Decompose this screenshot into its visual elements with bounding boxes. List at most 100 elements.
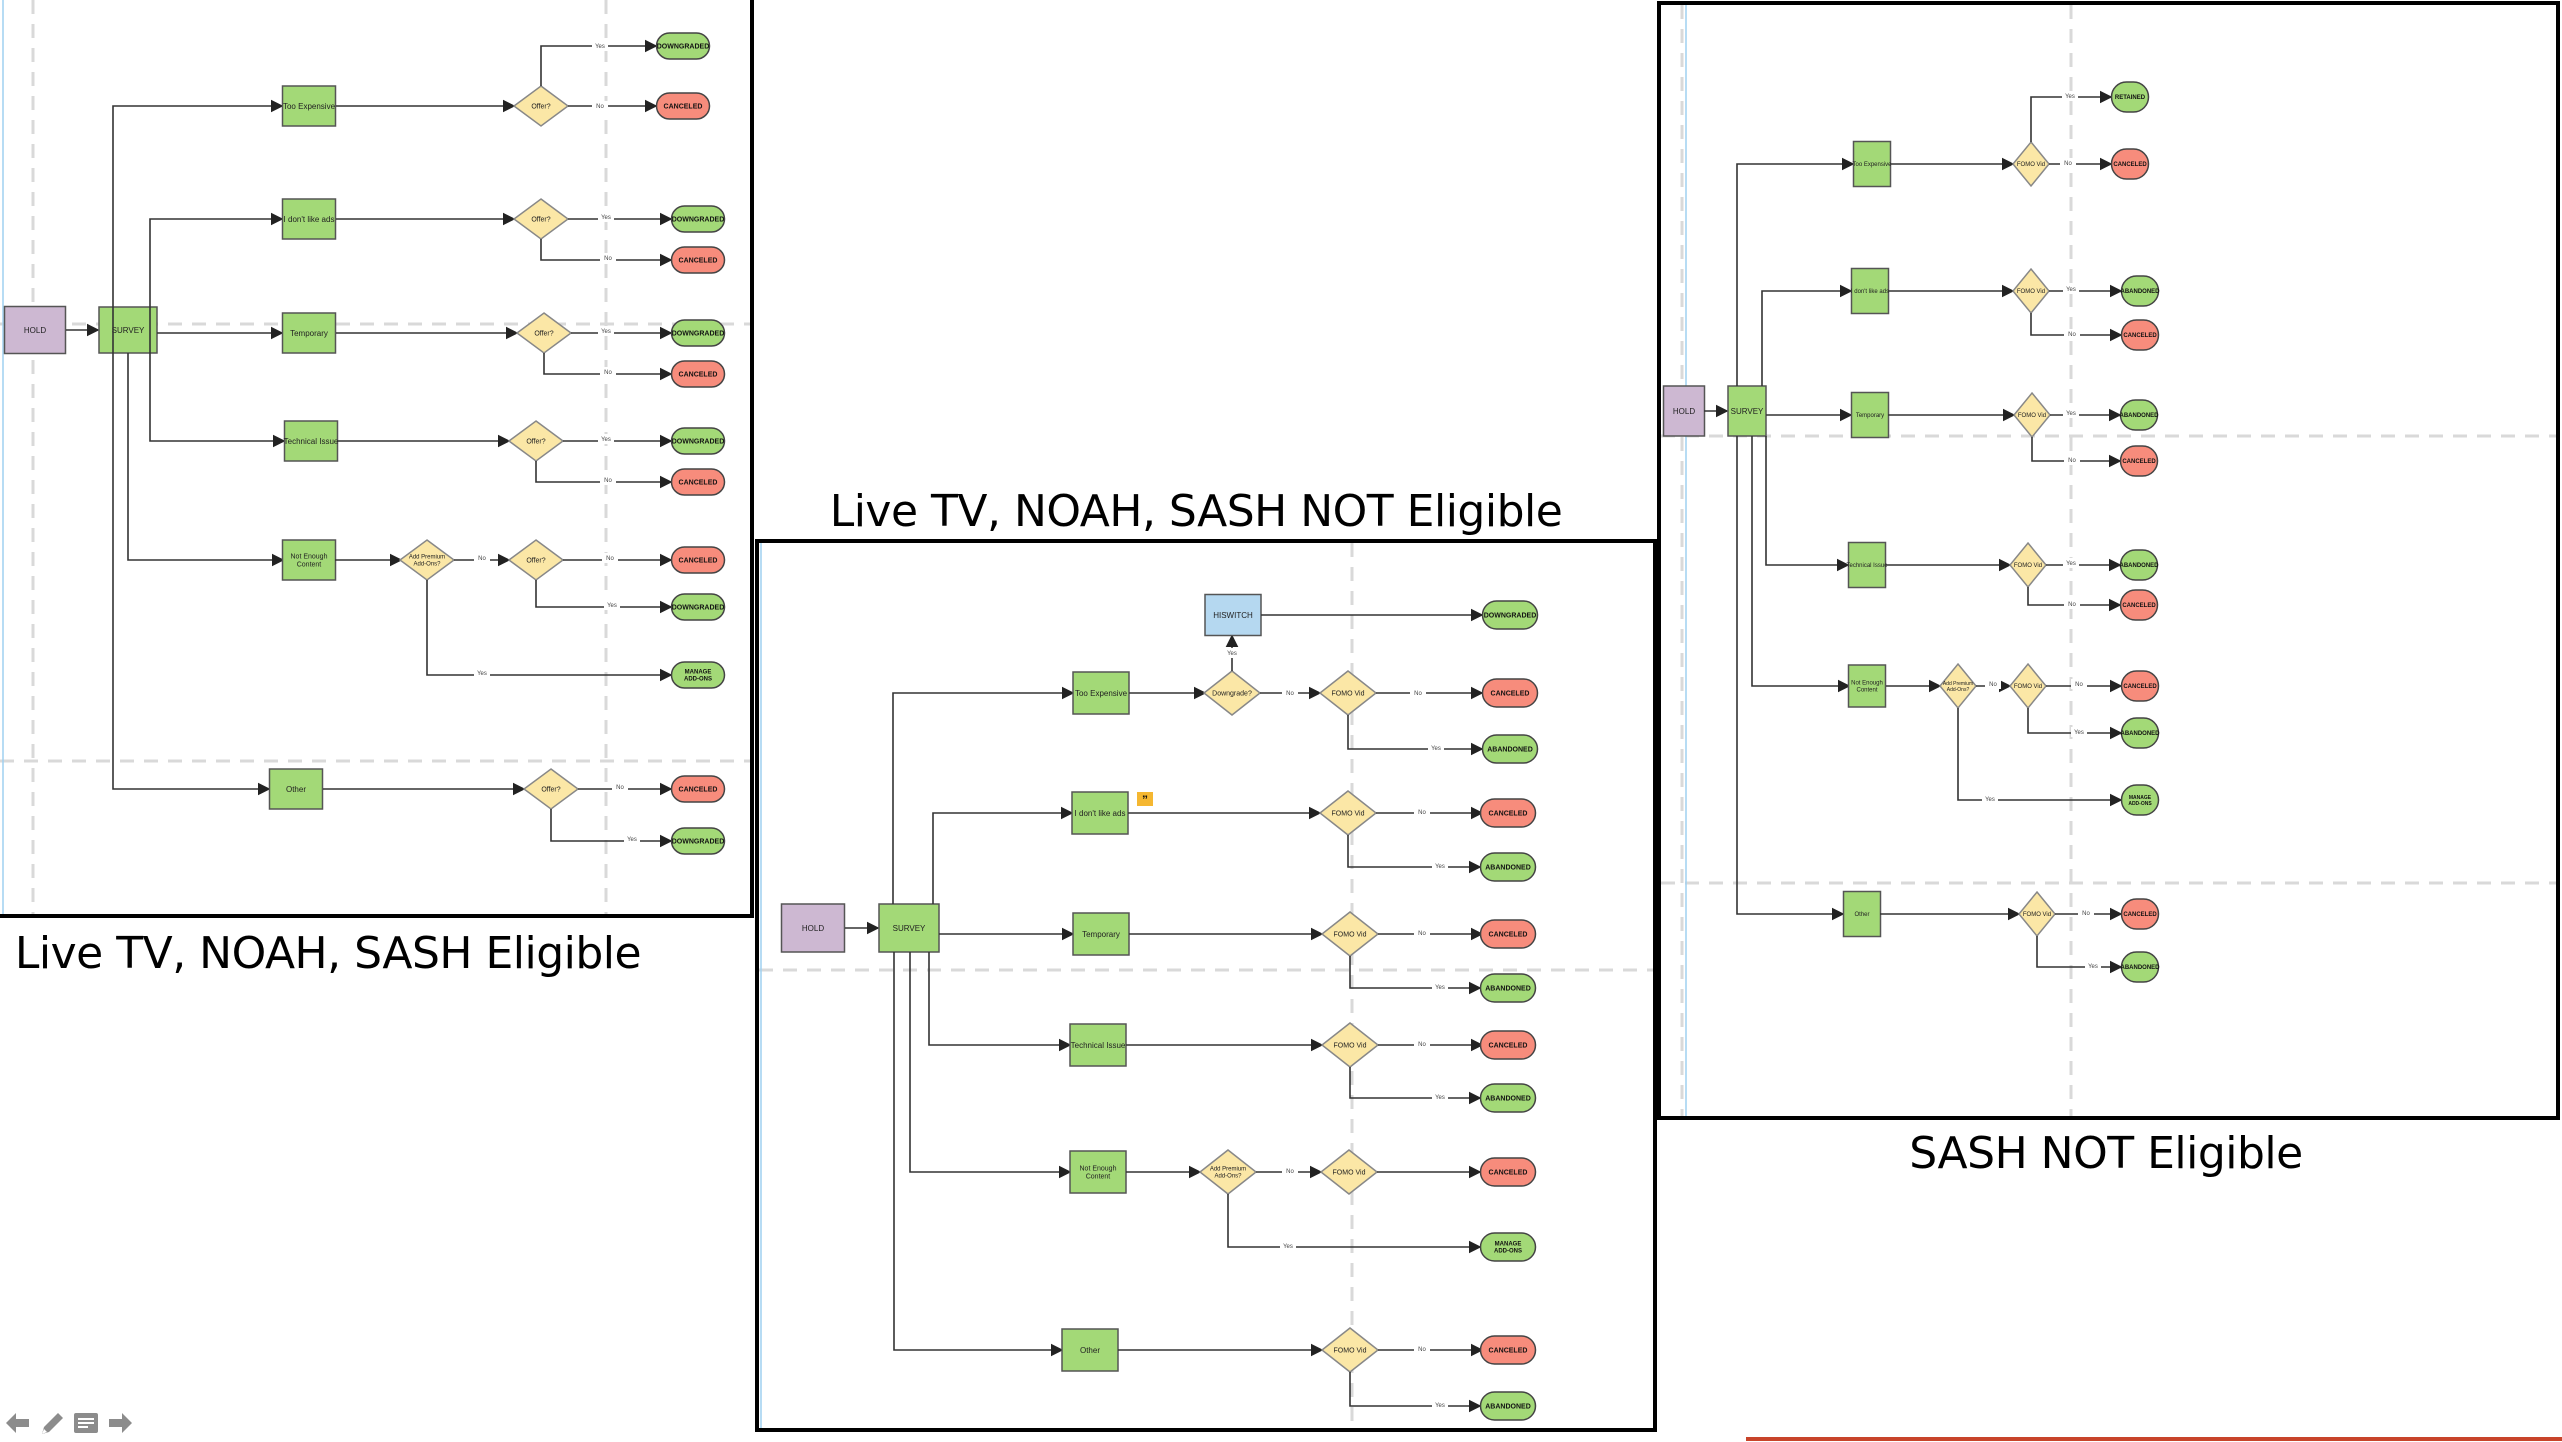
temporary-no-result[interactable] bbox=[670, 360, 726, 388]
notes-icon[interactable] bbox=[72, 1410, 100, 1436]
technical-no-edge-label: No bbox=[2068, 602, 2076, 608]
temporary-no-result-label: CANCELED bbox=[679, 371, 718, 378]
temporary-yes-result[interactable] bbox=[1479, 973, 1537, 1003]
comment-icon[interactable] bbox=[1137, 792, 1153, 806]
technical-yes-result[interactable] bbox=[2119, 549, 2159, 581]
temporary-yes-edge-label: Yes bbox=[601, 329, 611, 335]
content-fomo[interactable] bbox=[1319, 1149, 1379, 1195]
content-no-result[interactable] bbox=[2120, 670, 2160, 702]
hold-node[interactable] bbox=[3, 305, 67, 355]
ads-yes-result[interactable] bbox=[1479, 852, 1537, 882]
hiswitch-result[interactable] bbox=[1481, 600, 1539, 630]
content-node[interactable] bbox=[1069, 1150, 1127, 1194]
too-expensive-yes-result[interactable] bbox=[2110, 81, 2150, 113]
downgrade-yes-edge-label: Yes bbox=[1227, 651, 1237, 657]
ads-yes-result[interactable] bbox=[670, 205, 726, 233]
too-expensive-fomo[interactable] bbox=[2012, 140, 2050, 188]
too_expensive-node[interactable] bbox=[281, 85, 337, 127]
too-expensive-node[interactable] bbox=[1072, 671, 1130, 715]
content-node[interactable] bbox=[1847, 664, 1887, 708]
other-no-result-label: CANCELED bbox=[1489, 1347, 1528, 1354]
ads-node[interactable] bbox=[1071, 791, 1129, 835]
other-no-result[interactable] bbox=[2120, 898, 2160, 930]
too-expensive-no-result[interactable] bbox=[2110, 148, 2150, 180]
ads-node-label: I don't like ads bbox=[284, 215, 335, 224]
ads-decision-label: Offer? bbox=[531, 216, 550, 223]
technical-no-edge bbox=[2027, 587, 2122, 612]
other-yes-result[interactable] bbox=[1479, 1391, 1537, 1421]
panel-caption-sash-not-eligible: SASH NOT Eligible bbox=[1909, 1128, 2303, 1179]
ads-no-result[interactable] bbox=[2120, 319, 2160, 351]
technical-node[interactable] bbox=[1847, 541, 1887, 589]
technical-node[interactable] bbox=[283, 420, 339, 462]
other-yes-result[interactable] bbox=[2120, 951, 2160, 983]
survey-node[interactable] bbox=[98, 306, 158, 354]
ads-branch-edge bbox=[1761, 284, 1853, 386]
hold-node[interactable] bbox=[780, 903, 846, 953]
too-expensive-fomo-label: FOMO Vid bbox=[2017, 162, 2045, 168]
hold-node[interactable] bbox=[1662, 385, 1706, 437]
technical-no-result[interactable] bbox=[2119, 589, 2159, 621]
too-expensive-branch-edge bbox=[1736, 157, 1855, 386]
other-no-result[interactable] bbox=[670, 775, 726, 803]
content-manage-result[interactable] bbox=[2120, 784, 2160, 816]
pencil-icon[interactable] bbox=[38, 1410, 66, 1436]
content-yes-result[interactable] bbox=[2120, 717, 2160, 749]
content-manage-edge-label: Yes bbox=[1283, 1244, 1293, 1250]
technical-yes-result[interactable] bbox=[1479, 1083, 1537, 1113]
too_expensive-yes-result[interactable] bbox=[655, 32, 711, 60]
ads-no-result[interactable] bbox=[670, 246, 726, 274]
temporary-yes-result-label: DOWNGRADED bbox=[672, 330, 725, 337]
hiswitch-node-label: HISWITCH bbox=[1213, 611, 1253, 620]
ads-yes-edge bbox=[1347, 835, 1482, 874]
content-yes-result[interactable] bbox=[670, 593, 726, 621]
survey-node[interactable] bbox=[1727, 385, 1767, 437]
content-manage-result[interactable] bbox=[1479, 1232, 1537, 1262]
survey-node[interactable] bbox=[878, 903, 940, 953]
other-node-label: Other bbox=[1080, 1346, 1100, 1355]
temporary-no-result[interactable] bbox=[2119, 445, 2159, 477]
other-yes-result[interactable] bbox=[670, 827, 726, 855]
temporary-no-result-label: CANCELED bbox=[2122, 459, 2156, 465]
too-expensive-yes-result[interactable] bbox=[1481, 734, 1539, 764]
temporary-node[interactable] bbox=[1072, 912, 1130, 956]
content-node[interactable] bbox=[281, 539, 337, 581]
technical-yes-result[interactable] bbox=[670, 427, 726, 455]
ads-no-result[interactable] bbox=[1479, 798, 1537, 828]
other-branch-edge bbox=[1736, 436, 1845, 921]
too_expensive-yes-edge-label: Yes bbox=[595, 44, 605, 50]
temporary-node[interactable] bbox=[281, 312, 337, 354]
technical-no-result[interactable] bbox=[1479, 1030, 1537, 1060]
temporary-no-result[interactable] bbox=[1479, 919, 1537, 949]
ads-node[interactable] bbox=[281, 198, 337, 240]
too_expensive-no-result[interactable] bbox=[655, 92, 711, 120]
ads-branch-edge bbox=[932, 806, 1074, 904]
other-no-result[interactable] bbox=[1479, 1335, 1537, 1365]
content-no-edge-label: No bbox=[2075, 682, 2083, 688]
temporary-yes-result[interactable] bbox=[670, 319, 726, 347]
content-no-result[interactable] bbox=[1479, 1157, 1537, 1187]
too_expensive-decision[interactable] bbox=[512, 85, 570, 127]
too-expensive-node[interactable] bbox=[1852, 140, 1892, 188]
temporary-yes-result[interactable] bbox=[2119, 399, 2159, 431]
accent-rule bbox=[1746, 1437, 2562, 1441]
technical-no-result[interactable] bbox=[670, 468, 726, 496]
other-node[interactable] bbox=[268, 768, 324, 810]
content-manage-result[interactable] bbox=[670, 661, 726, 689]
technical-node[interactable] bbox=[1069, 1023, 1127, 1067]
content-branch-edge bbox=[1751, 436, 1851, 693]
arrow-left-icon[interactable] bbox=[4, 1410, 32, 1436]
content-no-result[interactable] bbox=[670, 546, 726, 574]
other-yes-result-label: ABANDONED bbox=[1485, 1403, 1531, 1410]
too-expensive-no-result[interactable] bbox=[1481, 678, 1539, 708]
other-branch-edge bbox=[112, 353, 271, 796]
too-expensive-branch-edge bbox=[892, 686, 1075, 904]
downgrade-decision-label: Downgrade? bbox=[1212, 690, 1252, 697]
ads-yes-result[interactable] bbox=[2120, 275, 2160, 307]
downgrade-decision[interactable] bbox=[1202, 670, 1262, 716]
arrow-right-icon[interactable] bbox=[106, 1410, 134, 1436]
